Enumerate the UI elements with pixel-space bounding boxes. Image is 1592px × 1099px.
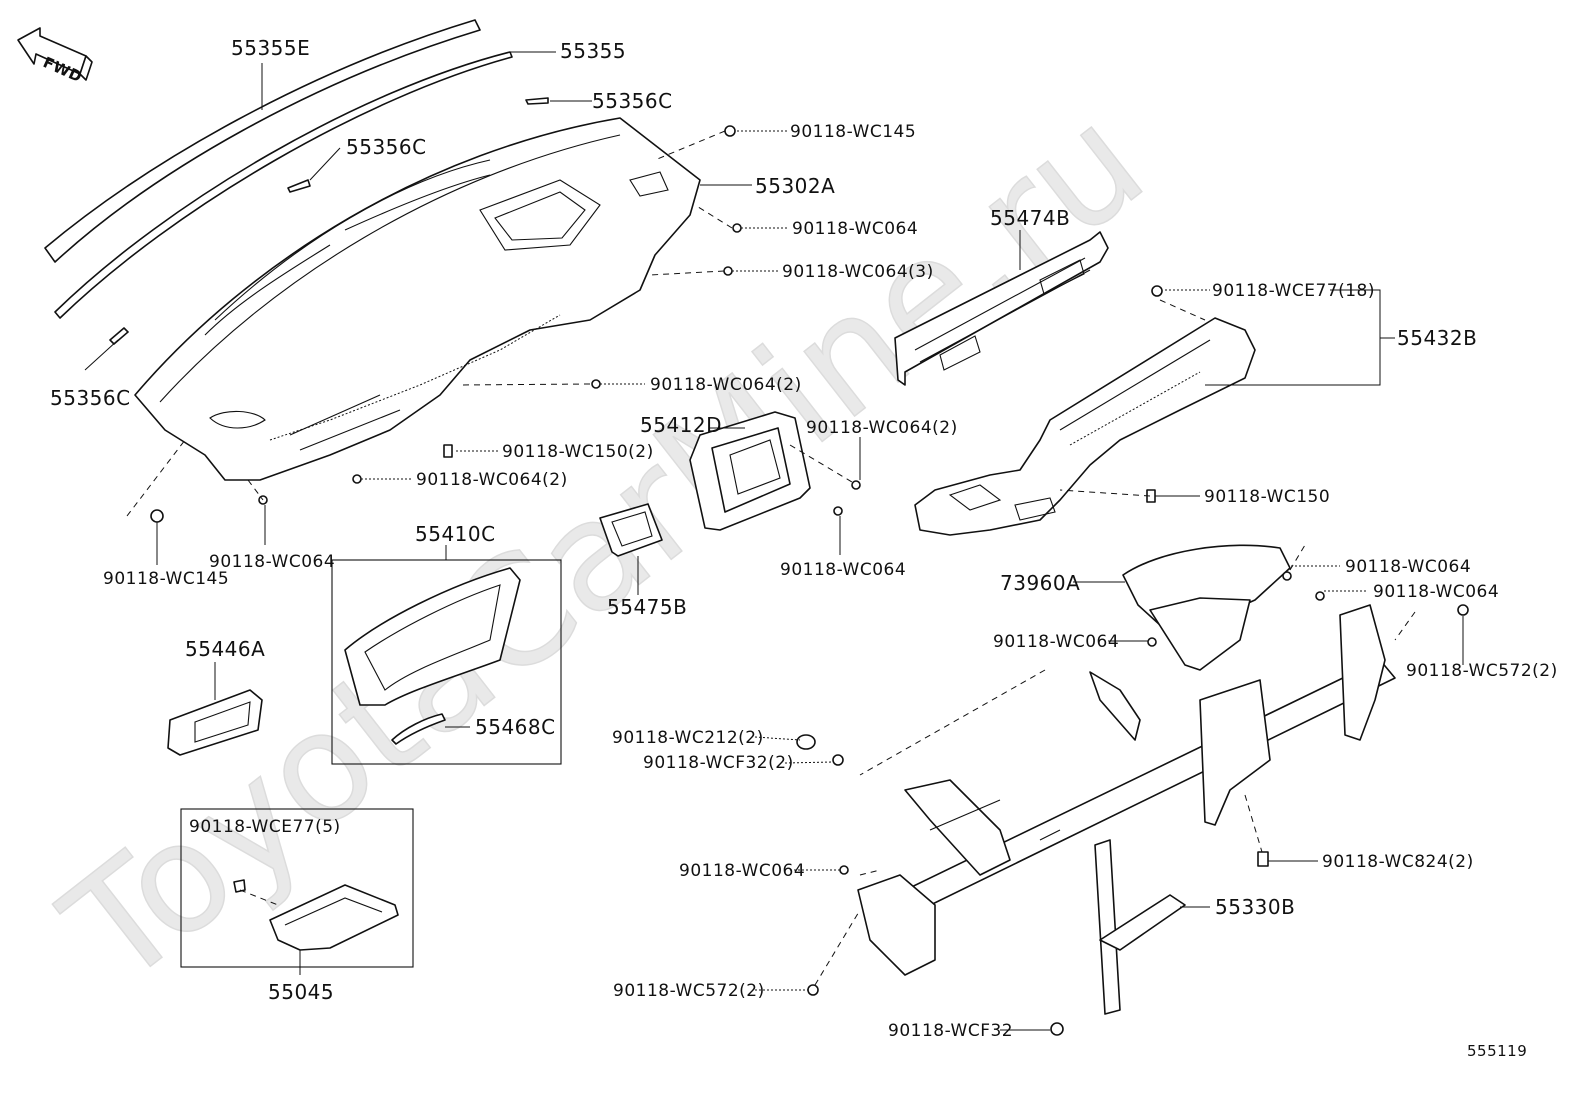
fasteners	[150, 125, 1469, 1036]
module-73960a	[1122, 544, 1291, 671]
reinforcement-55330b	[857, 604, 1396, 1015]
defroster-strip-55355e	[44, 19, 481, 263]
panel-55468c	[391, 713, 446, 745]
meter-hood-55410c	[344, 567, 521, 706]
label-55356c-b: 55356C	[346, 135, 427, 159]
label-55446a: 55446A	[185, 637, 265, 661]
label-90118-wc064-3: 90118-WC064(3)	[782, 262, 934, 282]
clip-55356c-a	[525, 97, 549, 105]
label-90118-wc824-2: 90118-WC824(2)	[1322, 852, 1474, 872]
label-90118-wc150: 90118-WC150	[1204, 487, 1330, 507]
label-55356c-a: 55356C	[592, 89, 673, 113]
fastener-labels: 90118-WC145 90118-WC064 90118-WC064(3) 9…	[103, 122, 1558, 1041]
label-90118-wcf32-2: 90118-WCF32(2)	[643, 753, 794, 773]
label-55475b: 55475B	[607, 595, 687, 619]
label-55302a: 55302A	[755, 174, 835, 198]
label-90118-wc064-c: 90118-WC064	[780, 560, 906, 580]
label-55410c: 55410C	[415, 522, 496, 546]
assembly-lines	[126, 130, 1416, 986]
label-90118-wc572-left: 90118-WC572(2)	[613, 981, 765, 1001]
label-90118-wc145-bottom: 90118-WC145	[103, 569, 229, 589]
leader-lines	[84, 51, 1464, 1031]
instrument-panel-55302a	[134, 117, 701, 481]
label-90118-wc064-f: 90118-WC064	[993, 632, 1119, 652]
label-55356c-c: 55356C	[50, 386, 131, 410]
label-55045: 55045	[268, 980, 334, 1004]
meter-frame-55412d	[689, 411, 811, 531]
label-90118-wc064-d: 90118-WC064	[1345, 557, 1471, 577]
label-90118-wc150-2: 90118-WC150(2)	[502, 442, 654, 462]
part-labels: 55355E 55355 55356C 55356C 55356C 55302A…	[50, 36, 1477, 1004]
clip-55356c-c	[109, 327, 129, 345]
register-55474b	[894, 231, 1109, 386]
label-55412d: 55412D	[640, 413, 722, 437]
label-55474b: 55474B	[990, 206, 1070, 230]
label-55355e: 55355E	[231, 36, 310, 60]
label-90118-wce77-18: 90118-WCE77(18)	[1212, 281, 1375, 301]
label-55432b: 55432B	[1397, 326, 1477, 350]
label-90118-wcf32: 90118-WCF32	[888, 1021, 1013, 1041]
label-90118-wc064-2-c: 90118-WC064(2)	[416, 470, 568, 490]
label-90118-wce77-5: 90118-WCE77(5)	[189, 817, 341, 837]
label-90118-wc064-2-a: 90118-WC064(2)	[650, 375, 802, 395]
bracket-55045	[233, 879, 399, 951]
label-73960a: 73960A	[1000, 571, 1080, 595]
label-55468c: 55468C	[475, 715, 556, 739]
diagram-code: 555119	[1467, 1042, 1527, 1060]
clip-55356c-b	[287, 179, 311, 193]
bezel-55475b	[599, 503, 663, 557]
label-90118-wc064-a: 90118-WC064	[792, 219, 918, 239]
fwd-arrow-icon: FWD	[17, 27, 93, 86]
label-90118-wc145-top: 90118-WC145	[790, 122, 916, 142]
box-55045	[180, 808, 414, 968]
switch-55446a	[167, 689, 263, 756]
label-90118-wc572-right: 90118-WC572(2)	[1406, 661, 1558, 681]
lower-panel-55432b	[914, 317, 1256, 536]
label-90118-wc064-g: 90118-WC064	[679, 861, 805, 881]
label-90118-wc064-e: 90118-WC064	[1373, 582, 1499, 602]
label-55355: 55355	[560, 39, 626, 63]
defroster-strip-55355	[54, 51, 513, 319]
label-55330b: 55330B	[1215, 895, 1295, 919]
label-90118-wc064-b: 90118-WC064	[209, 552, 335, 572]
label-90118-wc064-2-b: 90118-WC064(2)	[806, 418, 958, 438]
label-90118-wc212-2: 90118-WC212(2)	[612, 728, 764, 748]
